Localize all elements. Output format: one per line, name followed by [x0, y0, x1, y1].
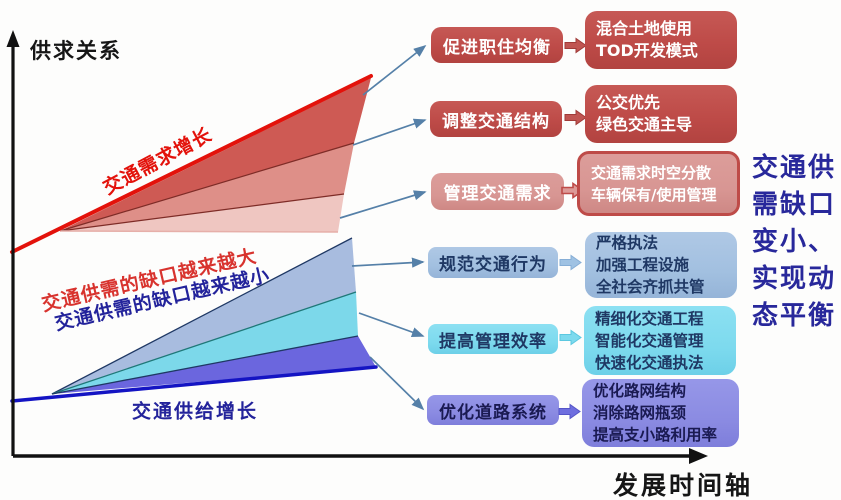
supply-divider-1	[51, 237, 353, 395]
connector-arrow-2	[352, 118, 427, 146]
demand-main-line	[10, 74, 373, 254]
measure-box-improve-management-efficiency: 提高管理效率	[428, 324, 558, 354]
demand-divider-1	[59, 142, 355, 232]
detail-line: 交通需求时空分散	[591, 163, 712, 182]
supply-main-line	[10, 365, 378, 403]
block-arrow-icon-2	[564, 109, 587, 126]
measure-box-adjust-traffic-structure: 调整交通结构	[430, 101, 562, 137]
measure-box-optimize-road-system: 优化道路系统	[427, 395, 559, 425]
detail-line: 提高支小路利用率	[593, 426, 718, 444]
detail-line: 精细化交通工程	[595, 309, 704, 328]
supply-divider-3	[51, 335, 359, 395]
detail-line: 公交优先	[596, 93, 661, 112]
detail-line: 车辆保有/使用管理	[591, 185, 717, 204]
block-arrow-icon-5	[559, 329, 582, 346]
detail-line: 绿色交通主导	[596, 115, 693, 134]
x-axis-arrowhead-icon	[689, 448, 708, 464]
detail-line: 消除路网瓶颈	[593, 404, 687, 422]
connector-arrow-1	[362, 44, 427, 96]
demand-divider-2	[59, 193, 345, 232]
detail-line: 智能化交通管理	[595, 331, 704, 350]
block-arrow-icon-4	[559, 254, 582, 271]
outcome-note-line: 需缺口	[752, 190, 837, 220]
detail-box-demand-management: 交通需求时空分散 车辆保有/使用管理	[577, 151, 740, 216]
measure-box-regulate-traffic-behavior: 规范交通行为	[428, 247, 558, 278]
detail-line: 混合土地使用	[596, 19, 693, 38]
supply-growth-label: 交通供给增长	[131, 400, 259, 423]
demand-fan	[10, 74, 373, 254]
detail-line: 优化路网结构	[593, 382, 687, 400]
connector-arrow-4	[351, 257, 425, 268]
supply-band-purple	[52, 336, 376, 394]
connector-arrow-3	[339, 190, 427, 219]
demand-bottom-edge	[59, 230, 339, 233]
detail-box-smart-management: 精细化交通工程 智能化交通管理 快速化交通执法	[584, 306, 736, 375]
y-axis-arrowhead-icon	[6, 30, 20, 47]
y-axis-label: 供求关系	[30, 39, 122, 63]
detail-line: 严格执法	[596, 234, 659, 252]
detail-box-enforcement: 严格执法 加强工程设施 全社会齐抓共管	[585, 232, 737, 298]
detail-box-land-use: 混合土地使用 TOD开发模式	[585, 11, 737, 69]
supply-fan	[10, 237, 378, 403]
outcome-note-line: 交通供	[752, 153, 837, 183]
outcome-note: 交通供 需缺口 变小、 实现动 态平衡	[752, 150, 836, 335]
measure-box-manage-traffic-demand: 管理交通需求	[431, 173, 564, 210]
detail-box-road-network: 优化路网结构 消除路网瓶颈 提高支小路利用率	[582, 379, 739, 447]
outcome-note-line: 实现动	[752, 264, 837, 294]
detail-line: 全社会齐抓共管	[596, 278, 705, 296]
block-arrow-icon-6	[558, 403, 581, 420]
detail-line: 快速化交通执法	[595, 353, 704, 372]
block-arrow-icon-1	[564, 37, 587, 54]
connector-arrow-6	[369, 356, 425, 411]
supply-divider-2	[51, 291, 357, 395]
x-axis-label: 发展时间轴	[613, 471, 754, 500]
axes	[6, 30, 708, 464]
measure-box-promote-job-housing-balance: 促进职住均衡	[431, 27, 563, 63]
connector-arrow-5	[358, 312, 425, 338]
detail-box-transit-priority: 公交优先 绿色交通主导	[585, 85, 737, 143]
detail-line: 加强工程设施	[596, 256, 690, 274]
outcome-note-line: 态平衡	[752, 301, 837, 331]
connector-arrows	[339, 44, 427, 411]
outcome-note-line: 变小、	[752, 227, 837, 257]
detail-line: TOD开发模式	[596, 41, 698, 60]
